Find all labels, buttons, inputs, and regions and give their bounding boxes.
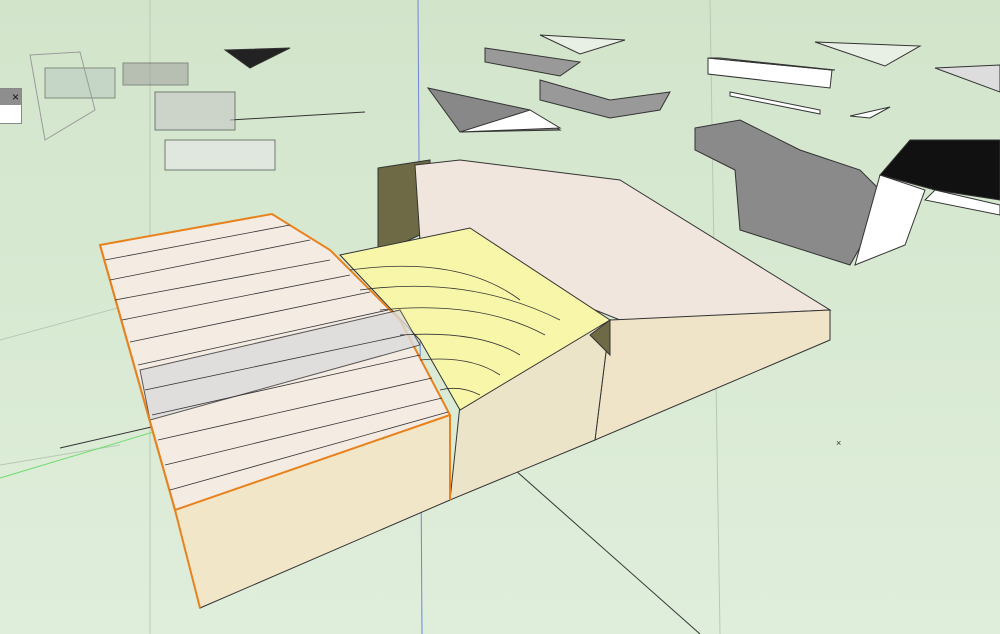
x-axis bbox=[0, 429, 161, 479]
cursor-marker: × bbox=[836, 438, 841, 448]
close-icon[interactable]: × bbox=[11, 90, 19, 104]
main-building-model bbox=[98, 159, 832, 609]
background-objects bbox=[29, 34, 1000, 266]
floating-panel: × bbox=[0, 88, 22, 124]
panel-titlebar: × bbox=[0, 89, 21, 105]
